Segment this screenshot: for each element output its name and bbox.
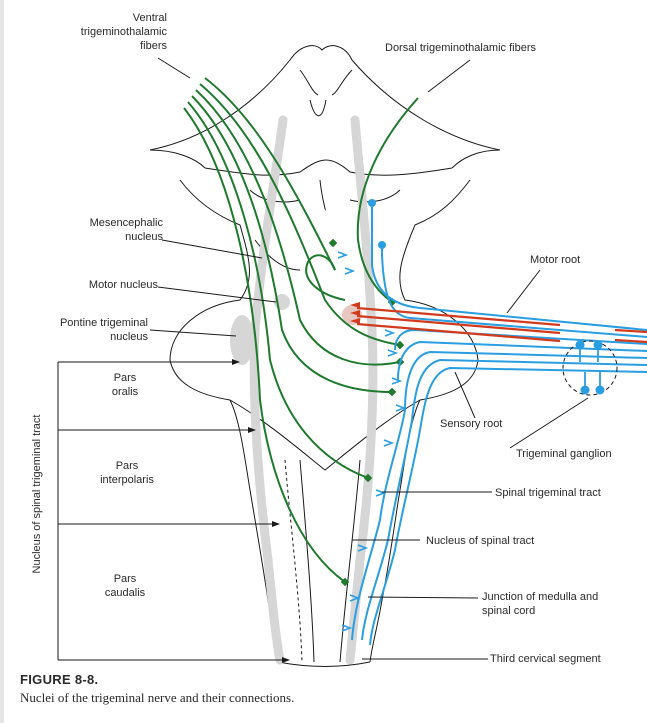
label-trigeminal-ganglion: Trigeminal ganglion — [516, 448, 612, 460]
leader-lines — [149, 57, 589, 660]
sensory-fiber-terminals — [337, 251, 407, 632]
mesencephalic-cell-bodies — [368, 199, 386, 249]
label-nucleus-spinal-tract: Nucleus of spinal tract — [426, 535, 534, 547]
green-fiber-terminals — [328, 238, 405, 587]
ventral-trigeminothalamic-fibers — [183, 77, 401, 583]
label-pars-caudalis-line2: caudalis — [105, 587, 146, 599]
figure-caption: FIGURE 8-8. Nuclei of the trigeminal ner… — [20, 672, 630, 706]
page-edge — [0, 0, 4, 723]
label-mesencephalic-line2: nucleus — [125, 231, 163, 243]
label-pars-interpolaris-line2: interpolaris — [100, 474, 154, 486]
motor-fiber-origins — [350, 302, 360, 324]
side-bracket-arrowheads — [232, 359, 290, 663]
label-side-nucleus-spinal-trigeminal-tract: Nucleus of spinal trigeminal tract — [31, 415, 43, 574]
label-sensory-root: Sensory root — [440, 418, 502, 430]
label-third-cervical: Third cervical segment — [490, 653, 601, 665]
label-ventral-line1: Ventral — [133, 12, 167, 24]
label-junction-line1: Junction of medulla and — [482, 591, 598, 603]
label-mesencephalic-line1: Mesencephalic — [90, 217, 164, 229]
brainstem-outline — [149, 45, 501, 667]
sensory-root-fibers — [351, 205, 647, 646]
label-pars-interpolaris-line1: Pars — [116, 460, 139, 472]
green-fiber-loop — [305, 254, 346, 301]
label-pars-oralis-line1: Pars — [114, 372, 137, 384]
label-pars-oralis-line2: oralis — [112, 386, 139, 398]
trigeminal-ganglion — [562, 340, 618, 396]
dorsal-trigeminothalamic-fiber — [356, 97, 419, 303]
label-motor-nucleus: Motor nucleus — [89, 279, 159, 291]
label-spinal-trigeminal-tract: Spinal trigeminal tract — [495, 487, 601, 499]
label-pars-caudalis-line1: Pars — [114, 573, 137, 585]
motor-root-fibers — [356, 306, 647, 344]
label-ventral-line3: fibers — [140, 40, 167, 52]
label-dorsal: Dorsal trigeminothalamic fibers — [385, 42, 536, 54]
figure-number: FIGURE 8-8. — [20, 672, 99, 687]
pontine-trigeminal-nucleus-left — [230, 315, 254, 365]
label-ventral-line2: trigeminothalamic — [81, 26, 168, 38]
label-pontine-line1: Pontine trigeminal — [60, 317, 148, 329]
side-bracket — [57, 361, 282, 661]
label-motor-root: Motor root — [530, 254, 580, 266]
label-junction-line2: spinal cord — [482, 605, 535, 617]
label-pontine-line2: nucleus — [110, 331, 148, 343]
figure-caption-text: Nuclei of the trigeminal nerve and their… — [20, 690, 295, 705]
